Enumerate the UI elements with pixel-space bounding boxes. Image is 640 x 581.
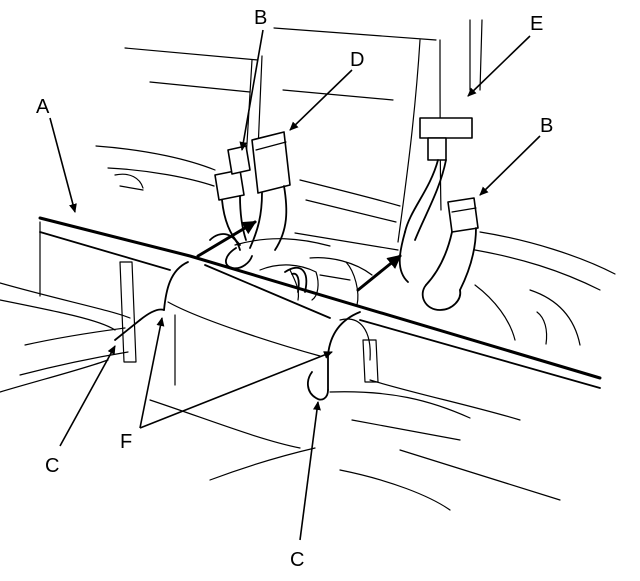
callout-e: E xyxy=(530,13,543,35)
callout-d: D xyxy=(350,49,364,71)
callout-c-bottom: C xyxy=(290,549,304,571)
center-anchor xyxy=(209,233,308,293)
routing-arrow-left xyxy=(196,220,257,258)
buckle-left xyxy=(214,145,251,246)
left-cushion-panel xyxy=(0,231,137,393)
trim-cover-right xyxy=(307,311,361,401)
right-cushion-panel xyxy=(329,318,561,511)
callout-a: A xyxy=(36,96,50,118)
trim-cover-left xyxy=(114,261,189,341)
seat-frame-crossbar xyxy=(38,216,602,389)
leader-lines xyxy=(49,29,541,541)
callout-c-left: C xyxy=(45,455,59,477)
buckle-d xyxy=(225,131,291,270)
callout-b-right: B xyxy=(540,115,553,137)
right-seatback xyxy=(273,19,616,291)
callout-f: F xyxy=(120,431,132,453)
buckle-right xyxy=(421,197,479,311)
callout-b-left: B xyxy=(254,7,267,29)
routing-arrow-right xyxy=(356,254,402,292)
center-cushion-panel xyxy=(149,301,321,481)
belt-webbing-e xyxy=(398,117,473,283)
